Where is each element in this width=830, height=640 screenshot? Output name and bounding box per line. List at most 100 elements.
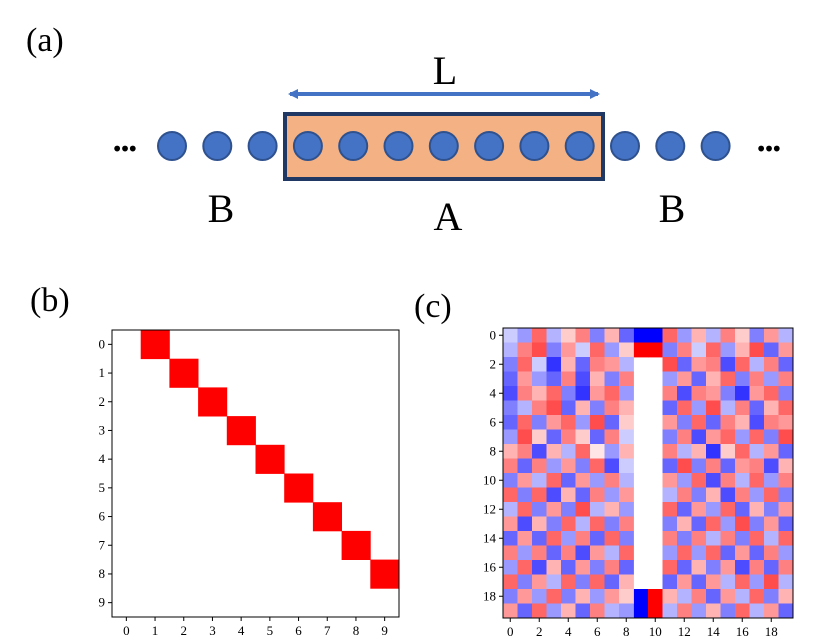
site-in-b bbox=[655, 131, 686, 161]
heatmap-c-cell bbox=[503, 342, 518, 358]
heatmap-c-x-tick-label: 8 bbox=[623, 624, 630, 639]
heatmap-c-cell bbox=[749, 415, 765, 430]
heatmap-c-cell bbox=[633, 589, 649, 604]
heatmap-c-cell bbox=[677, 415, 692, 430]
heatmap-c-cell bbox=[706, 328, 721, 343]
heatmap-c-cell bbox=[691, 574, 707, 590]
heatmap-b-cell bbox=[226, 416, 256, 446]
heatmap-c-cell bbox=[517, 415, 533, 430]
heatmap-c-cell bbox=[604, 516, 620, 532]
heatmap-b-x-tick-label: 9 bbox=[381, 623, 388, 638]
heatmap-c-cell bbox=[764, 400, 779, 416]
heatmap-c-cell bbox=[561, 386, 576, 401]
heatmap-c-cell bbox=[735, 458, 750, 474]
heatmap-c-cell bbox=[706, 502, 721, 517]
heatmap-c-cell bbox=[706, 415, 721, 430]
heatmap-c-cell bbox=[764, 560, 779, 575]
heatmap-c-cell bbox=[619, 487, 634, 503]
heatmap-c-cell bbox=[677, 560, 692, 575]
heatmap-c-cell bbox=[691, 342, 707, 358]
heatmap-b-y-tick-label: 7 bbox=[99, 537, 106, 552]
heatmap-c-cell bbox=[691, 516, 707, 532]
heatmap-c-cell bbox=[706, 386, 721, 401]
heatmap-c-cell bbox=[619, 444, 634, 459]
heatmap-c-cell bbox=[604, 415, 620, 430]
heatmap-b-y-tick-label: 2 bbox=[99, 394, 106, 409]
heatmap-c-cell bbox=[561, 574, 576, 590]
heatmap-c-cell bbox=[778, 560, 794, 575]
heatmap-c-cell bbox=[720, 328, 736, 343]
heatmap-c-x-tick-label: 14 bbox=[707, 624, 721, 639]
heatmap-c-cell bbox=[691, 545, 707, 561]
heatmap-c-cell bbox=[546, 574, 562, 590]
heatmap-c-cell bbox=[691, 502, 707, 517]
heatmap-c-cell bbox=[517, 386, 533, 401]
heatmap-c-cell bbox=[749, 473, 765, 488]
lattice-sites bbox=[157, 131, 731, 161]
heatmap-c-cell bbox=[749, 371, 765, 387]
heatmap-c-cell bbox=[532, 328, 547, 343]
heatmap-c-y-tick-label: 14 bbox=[483, 530, 497, 545]
heatmap-c-cell bbox=[662, 574, 678, 590]
heatmap-c-cell bbox=[546, 415, 562, 430]
heatmap-c-cell bbox=[517, 400, 533, 416]
heatmap-c-cell bbox=[706, 429, 721, 445]
heatmap-c-cell bbox=[619, 415, 634, 430]
heatmap-c-cell bbox=[575, 502, 591, 517]
heatmap-c-cell bbox=[677, 328, 692, 343]
ellipsis-left: ••• bbox=[111, 137, 136, 161]
heatmap-c-cell bbox=[503, 473, 518, 488]
heatmap-c-cell bbox=[691, 531, 707, 546]
heatmap-b-x-tick-label: 5 bbox=[267, 623, 274, 638]
heatmap-c-cell bbox=[677, 458, 692, 474]
heatmap-c-x-tick-label: 2 bbox=[536, 624, 543, 639]
heatmap-c-cell bbox=[735, 342, 750, 358]
site-in-a bbox=[564, 131, 595, 161]
heatmap-c-y-tick-label: 10 bbox=[483, 472, 496, 487]
heatmap-c-cell bbox=[749, 357, 765, 372]
heatmap-c-cell bbox=[691, 560, 707, 575]
heatmap-c-cell bbox=[503, 531, 518, 546]
heatmap-c-cell bbox=[503, 429, 518, 445]
heatmap-c-cell bbox=[662, 371, 678, 387]
heatmap-c-cell bbox=[662, 603, 678, 619]
heatmap-c-cell bbox=[662, 589, 678, 604]
heatmap-c-cell bbox=[706, 400, 721, 416]
heatmap-c-cell bbox=[764, 444, 779, 459]
heatmap-c-cell bbox=[561, 429, 576, 445]
heatmap-b-frame bbox=[111, 329, 400, 618]
heatmap-c-cell bbox=[735, 545, 750, 561]
heatmap-c-cell bbox=[720, 444, 736, 459]
heatmap-c-x-tick-label: 4 bbox=[565, 624, 572, 639]
heatmap-c-cell bbox=[778, 444, 794, 459]
heatmap-c-cell bbox=[517, 429, 533, 445]
heatmap-b-x-tick-label: 7 bbox=[324, 623, 331, 638]
heatmap-c-cell bbox=[749, 429, 765, 445]
heatmap-c-cell bbox=[691, 458, 707, 474]
heatmap-c-cell bbox=[749, 560, 765, 575]
heatmap-c-cell bbox=[604, 400, 620, 416]
heatmap-c-cell bbox=[532, 371, 547, 387]
heatmap-c-cell bbox=[764, 357, 779, 372]
heatmap-c-cell bbox=[532, 516, 547, 532]
heatmap-c-cell bbox=[517, 487, 533, 503]
heatmap-c-cell bbox=[764, 429, 779, 445]
heatmap-c-cell bbox=[546, 444, 562, 459]
heatmap-b-x-tick-label: 1 bbox=[152, 623, 159, 638]
heatmap-c-cell bbox=[503, 516, 518, 532]
heatmap-c-cell bbox=[749, 328, 765, 343]
heatmap-c-cell bbox=[749, 516, 765, 532]
heatmap-c-cell bbox=[735, 328, 750, 343]
heatmap-c-cell bbox=[561, 473, 576, 488]
heatmap-c-cell bbox=[517, 371, 533, 387]
heatmap-c-cell bbox=[546, 487, 562, 503]
heatmap-c-cell bbox=[735, 444, 750, 459]
heatmap-c-cell bbox=[604, 603, 620, 619]
heatmap-b-x-tick-label: 3 bbox=[209, 623, 216, 638]
heatmap-c-cell bbox=[706, 574, 721, 590]
heatmap-c-cell bbox=[604, 371, 620, 387]
heatmap-c-cell bbox=[706, 342, 721, 358]
heatmap-c-cell bbox=[503, 415, 518, 430]
heatmap-c-cell bbox=[517, 328, 533, 343]
